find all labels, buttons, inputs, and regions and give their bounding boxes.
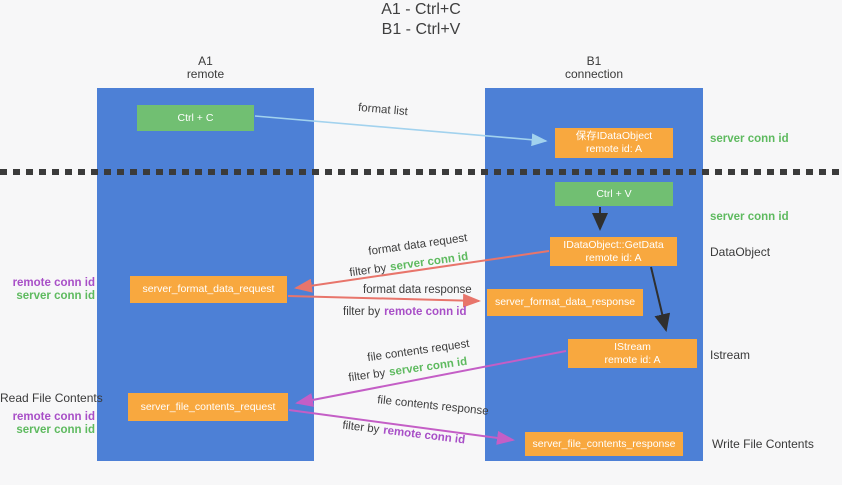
column-a1-header: A1 remote — [97, 55, 314, 81]
remote-conn-id-text: remote conn id — [382, 424, 466, 447]
server-format-data-response-node: server_format_data_response — [487, 289, 643, 316]
istream-node: IStream remote id: A — [568, 339, 697, 368]
getdata-line2: remote id: A — [585, 251, 642, 264]
getdata-line1: IDataObject::GetData — [563, 238, 664, 251]
save-idataobject-line2: remote id: A — [585, 143, 643, 155]
server-conn-id-left-1: server conn id — [16, 290, 95, 302]
write-file-contents-label: Write File Contents — [712, 437, 814, 451]
server-format-data-request-node: server_format_data_request — [130, 276, 287, 303]
istream-side-label: Istream — [710, 348, 751, 362]
server-file-contents-response-node: server_file_contents_response — [525, 432, 683, 456]
server-conn-id-text: server conn id — [389, 250, 469, 274]
dataobject-label: DataObject — [710, 245, 771, 259]
title-line-1: A1 - Ctrl+C — [381, 1, 461, 18]
format-data-response-arrow — [287, 293, 481, 308]
column-b1-subtitle: connection — [564, 67, 624, 81]
server-conn-id-right-top: server conn id — [710, 133, 789, 145]
remote-conn-id-left-1: remote conn id — [12, 277, 95, 289]
column-a1-name: A1 — [198, 54, 213, 68]
column-a1-subtitle: remote — [186, 67, 225, 81]
read-file-contents-label: Read File Contents — [0, 391, 103, 405]
left-conn-ids-bottom: remote conn id server conn id — [0, 411, 95, 437]
istream-line1: IStream — [614, 340, 651, 353]
diagram-title: A1 - Ctrl+C B1 - Ctrl+V — [0, 0, 842, 40]
istream-line2: remote id: A — [604, 353, 661, 366]
filter-by-prefix: filter by — [348, 262, 388, 280]
format-list-label: format list — [357, 101, 409, 119]
column-b1-name: B1 — [586, 54, 602, 68]
format-data-response-label: format data response — [363, 284, 472, 296]
server-file-contents-request-node: server_file_contents_request — [128, 393, 288, 421]
filter-by-prefix: filter by — [347, 367, 387, 385]
filter-by-prefix: filter by — [343, 306, 381, 318]
filter-by-prefix: filter by — [341, 419, 380, 436]
file-contents-response-label: file contents response — [376, 394, 490, 418]
remote-conn-id-left-2: remote conn id — [12, 411, 95, 423]
getdata-node: IDataObject::GetData remote id: A — [550, 237, 677, 266]
ctrl-v-node: Ctrl + V — [555, 182, 673, 206]
column-b1-header: B1 connection — [485, 55, 703, 81]
save-idataobject-line1: 保存IDataObject — [575, 130, 653, 142]
remote-conn-id-text: remote conn id — [384, 306, 467, 318]
left-conn-ids-top: remote conn id server conn id — [0, 277, 95, 303]
server-conn-id-right-mid: server conn id — [710, 211, 789, 223]
title-line-2: B1 - Ctrl+V — [381, 21, 461, 38]
ctrl-c-node: Ctrl + C — [137, 105, 254, 131]
server-conn-id-left-2: server conn id — [16, 424, 95, 436]
save-idataobject-node: 保存IDataObject remote id: A — [555, 128, 673, 158]
